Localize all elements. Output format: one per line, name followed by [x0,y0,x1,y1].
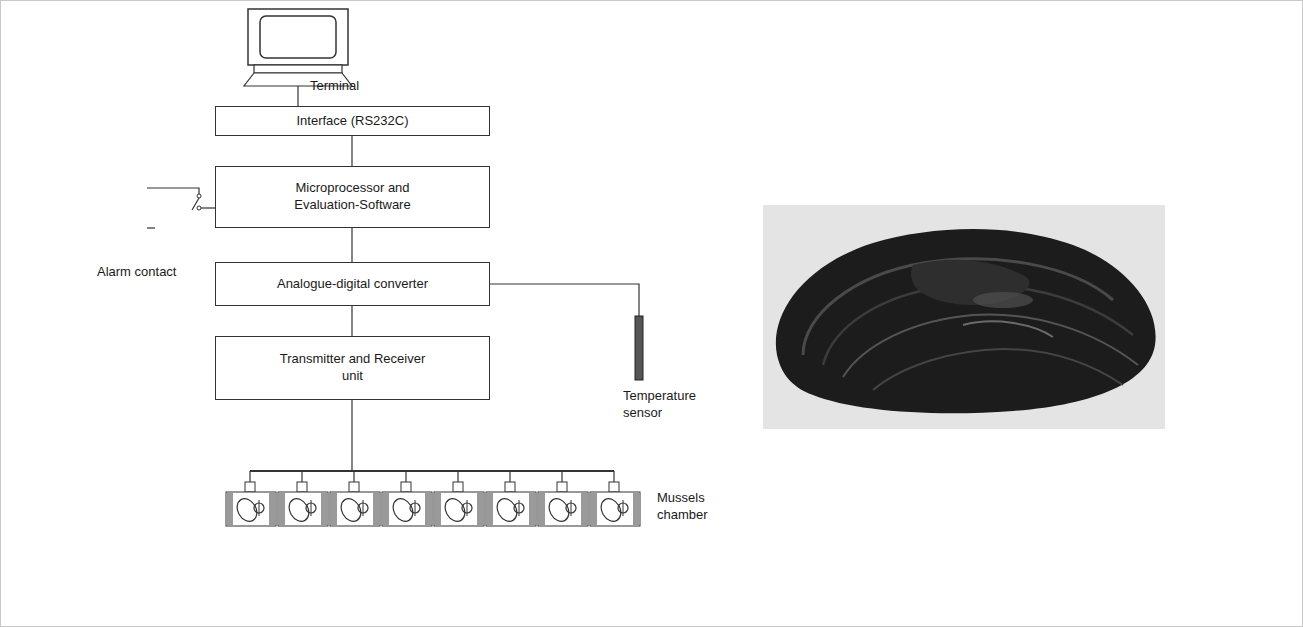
box-label: Microprocessor and Evaluation-Software [260,176,446,218]
process-box: Microprocessor and Evaluation-Software [215,166,490,228]
mussels-node: Mussels chamber [225,470,765,550]
chamber-row [225,470,645,530]
mussel-photo [763,205,1165,429]
connector-line [351,228,352,262]
part-label: Temperature sensor [623,388,708,422]
process-box: Analogue-digital converter [215,262,490,306]
box-label: Analogue-digital converter [269,272,436,297]
connector-line [351,136,352,166]
part-label: Terminal [310,78,359,95]
alarm-node: Alarm contact [95,180,210,280]
process-box: Interface (RS232C) [215,106,490,136]
terminal-node: Terminal [230,6,370,100]
sensor-node: Temperature sensor [615,312,710,437]
part-label: Mussels chamber [657,490,757,524]
part-label: Alarm contact [97,264,176,281]
connector-line [490,284,639,312]
connector-line [351,400,352,470]
process-box: Transmitter and Receiver unit [215,336,490,400]
connector-line [351,306,352,336]
box-label: Transmitter and Receiver unit [270,347,436,389]
box-label: Interface (RS232C) [289,109,417,134]
